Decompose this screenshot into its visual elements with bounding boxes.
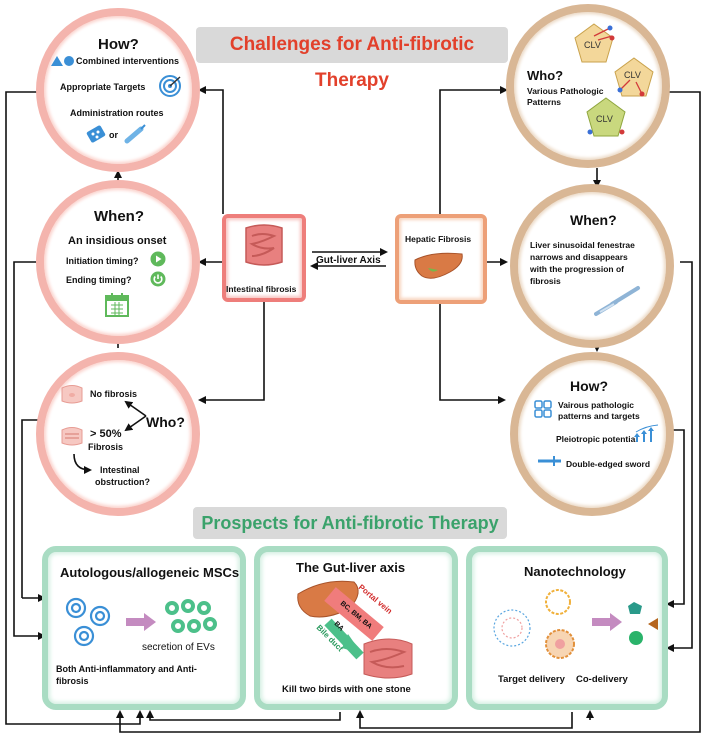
drugs-icon — [628, 602, 658, 645]
double-edged-text: Double-edged sword — [566, 459, 651, 469]
intestinal-who-title: Who? — [146, 414, 185, 430]
line-right-when — [666, 261, 693, 652]
shape-icons — [51, 56, 74, 66]
intestinal-text: Intestinal — [100, 465, 140, 475]
sinusoidal-text-1: Liver sinusoidal fenestrae — [530, 240, 635, 250]
prospects-banner: Prospects for Anti-fibrotic Therapy — [193, 507, 507, 539]
liver-icon — [414, 252, 463, 279]
or-text: or — [109, 130, 118, 140]
circle-icon — [64, 56, 74, 66]
clv-label-1: CLV — [584, 40, 601, 50]
calendar-icon — [105, 293, 129, 317]
vairous-text-2: patterns and targets — [558, 411, 640, 421]
curve-arrow — [73, 453, 92, 474]
line-left-who — [21, 419, 42, 598]
lobule-icon-1: CLV — [574, 23, 615, 63]
fibrotic-tissue-icon — [61, 427, 83, 446]
msc-arrow-icon — [126, 613, 156, 631]
msc-bottom-text-1: Both Anti-inflammatory and Anti- — [56, 664, 197, 674]
nanotechnology-box — [466, 546, 668, 710]
line-bottom-axis-msc — [146, 710, 341, 721]
nano-arrow-icon — [592, 613, 622, 631]
challenges-title: Challenges for Anti-fibrotic Therapy — [229, 34, 475, 91]
nanoparticles-icon — [493, 589, 575, 659]
line-bottom-nano-axis — [356, 710, 573, 729]
appropriate-targets-text: Appropriate Targets — [60, 82, 146, 92]
hepatic-who-title: Who? — [527, 68, 564, 83]
target-delivery-text: Target delivery — [498, 674, 565, 685]
line-left-when — [13, 261, 46, 640]
line-right-how — [666, 429, 685, 608]
power-icon — [150, 271, 166, 287]
administration-routes-text: Administration routes — [70, 108, 164, 118]
upward-arrows-icon — [634, 424, 659, 442]
pleiotropic-text: Pleiotropic potential — [556, 434, 638, 444]
nano-title: Nanotechnology — [524, 564, 626, 579]
gut-liver-axis-box — [254, 546, 458, 710]
hepatic-when-circle — [510, 184, 674, 348]
line-right-outer — [116, 91, 701, 733]
sinusoidal-text-4: fibrosis — [530, 276, 561, 286]
over-50-text: > 50% — [90, 428, 122, 440]
pill-icon — [86, 125, 106, 143]
prospects-title: Prospects for Anti-fibrotic Therapy — [201, 513, 499, 533]
insidious-onset-text: An insidious onset — [68, 235, 167, 247]
lobule-icon-2: CLV — [614, 57, 654, 97]
pathologic-text-2: Patterns — [527, 97, 562, 107]
stem-cells-icon — [65, 597, 111, 647]
hepatic-how-title: How? — [570, 378, 609, 394]
portal-band — [324, 587, 384, 641]
arrow-hepatic-to-who — [439, 86, 508, 214]
hepatic-fibrosis-label: Hepatic Fibrosis — [405, 234, 472, 244]
intestine-icon — [245, 224, 283, 266]
intestinal-how-circle — [36, 8, 200, 172]
triangle-icon — [51, 56, 63, 66]
sinusoidal-text-3: with the progression of — [530, 264, 624, 274]
secretion-evs-text: secretion of EVs — [142, 642, 215, 653]
intestinal-fibrosis-label: Intestinal fibrosis — [226, 284, 297, 294]
challenges-banner: Challenges for Anti-fibrotic Therapy — [196, 27, 508, 91]
evs-icon — [165, 599, 217, 633]
kill-two-birds-text: Kill two birds with one stone — [282, 684, 411, 695]
axis-box-title: The Gut-liver axis — [296, 560, 406, 575]
fibrosis-text: Fibrosis — [88, 442, 124, 452]
vairous-text-1: Vairous pathologic — [558, 400, 635, 410]
clv-label-3: CLV — [596, 114, 613, 124]
msc-bottom-text-2: fibrosis — [56, 676, 89, 686]
pathologic-text-1: Various Pathologic — [527, 86, 604, 96]
clv-label-2: CLV — [624, 70, 641, 80]
gut-liver-axis-label: Gut-liver Axis — [316, 255, 381, 266]
combined-interventions-text: Combined interventions — [76, 56, 180, 66]
arrow-intestinal-to-who — [198, 302, 265, 404]
msc-title: Autologous/allogeneic MSCs — [60, 565, 240, 580]
sinusoidal-text-2: narrows and disappears — [530, 252, 628, 262]
fenestrae-icon — [594, 286, 640, 316]
sword-icon — [538, 456, 561, 466]
obstruction-text: obstruction? — [95, 477, 150, 487]
ending-timing-text: Ending timing? — [66, 275, 132, 285]
intestinal-when-title: When? — [94, 208, 144, 225]
co-delivery-text: Co-delivery — [576, 674, 628, 685]
hepatic-when-title: When? — [570, 212, 617, 228]
target-icon — [159, 75, 181, 97]
gut-liver-illustration: Portal vein BC, BM, BA BA Bile duct — [297, 580, 413, 679]
play-icon — [150, 251, 166, 267]
intestinal-when-circle — [36, 180, 200, 344]
syringe-icon — [124, 124, 146, 144]
who-arrows — [124, 400, 147, 432]
hepatic-fibrosis-box — [395, 214, 487, 304]
grid-icon — [534, 400, 552, 418]
arrow-intestinal-to-how — [198, 86, 224, 214]
lobule-icon-3: CLV — [586, 97, 626, 137]
intestinal-how-title: How? — [98, 36, 139, 53]
arrow-hepatic-to-how — [439, 304, 506, 404]
initiation-timing-text: Initiation timing? — [66, 256, 139, 266]
no-fibrosis-text: No fibrosis — [90, 389, 138, 399]
normal-tissue-icon — [61, 385, 83, 404]
line-left-outer — [5, 91, 144, 725]
